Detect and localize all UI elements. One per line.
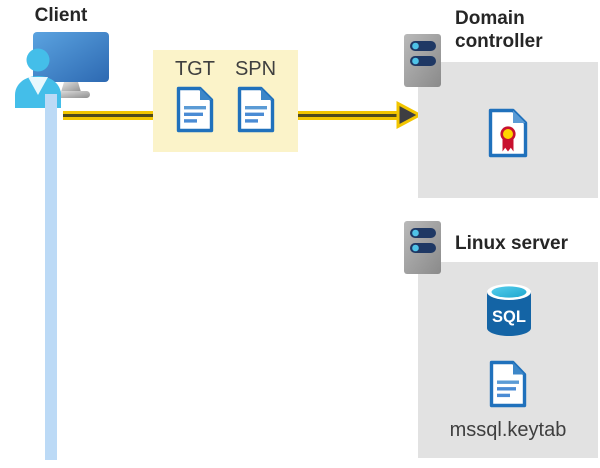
keytab-document-icon: [489, 360, 527, 408]
client-label: Client: [34, 5, 88, 26]
domain-controller-label: Domain controller: [455, 8, 543, 52]
monitor-icon: [33, 32, 109, 98]
domain-controller-server-icon: [404, 34, 441, 87]
kerberos-arrow-head: [396, 101, 422, 129]
sql-icon-label: SQL: [492, 308, 526, 326]
client-connection-line: [45, 94, 57, 460]
sql-database-icon: SQL: [487, 284, 531, 336]
spn-ticket: SPN: [235, 58, 276, 133]
ticket-box: TGT SPN: [153, 50, 298, 152]
certificate-icon: [488, 108, 528, 158]
spn-document-icon: [237, 86, 274, 133]
tgt-ticket: TGT: [175, 58, 215, 133]
keytab-filename-label: mssql.keytab: [449, 419, 567, 441]
spn-label: SPN: [234, 58, 277, 80]
tgt-document-icon: [176, 86, 214, 133]
linux-server-icon: [404, 221, 441, 274]
tgt-label: TGT: [174, 58, 215, 80]
client-workstation-icon: [15, 32, 109, 108]
linux-server-label: Linux server: [455, 233, 568, 254]
